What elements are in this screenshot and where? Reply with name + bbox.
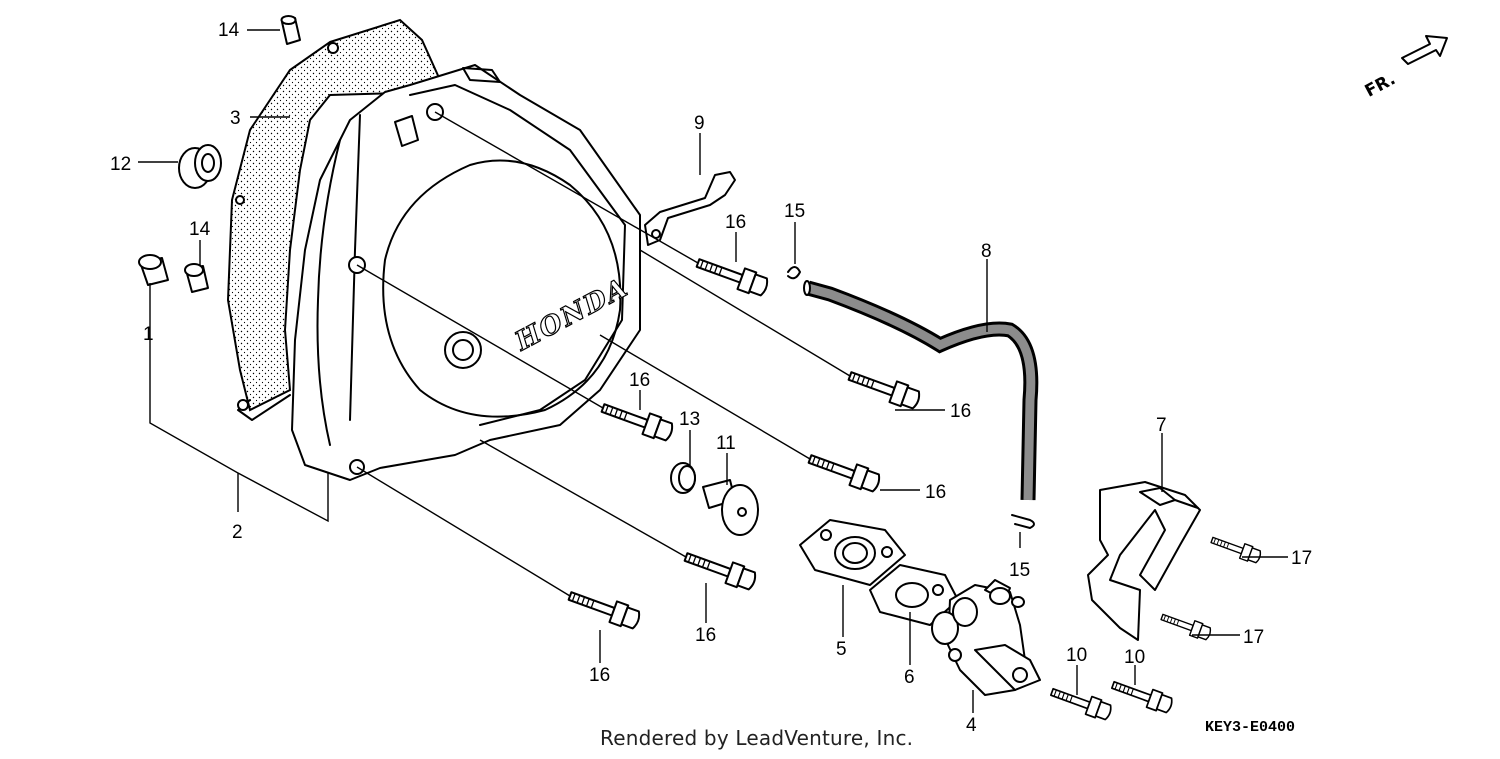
callout-15-a: 15 xyxy=(784,201,805,222)
callout-4: 4 xyxy=(966,715,977,736)
callout-8: 8 xyxy=(981,241,992,262)
render-credit: Rendered by LeadVenture, Inc. xyxy=(600,726,914,750)
front-direction-label: FR. xyxy=(1362,69,1399,101)
bolt-part-17-b xyxy=(1158,609,1214,643)
cover-part-7 xyxy=(1087,481,1201,641)
bolt-part-16-e xyxy=(681,545,759,594)
bolt-part-10-b xyxy=(1108,675,1175,716)
dowel-pin-part-14-mid xyxy=(184,263,209,293)
carburetor-part-4 xyxy=(931,579,1041,696)
callout-13: 13 xyxy=(679,409,700,430)
insulator-part-5 xyxy=(799,519,906,586)
o-ring-part-13 xyxy=(670,462,696,494)
callout-11: 11 xyxy=(716,433,736,454)
callout-16-d: 16 xyxy=(925,482,946,503)
front-direction-arrow-icon: FR. xyxy=(1362,35,1448,102)
callout-9: 9 xyxy=(694,113,705,134)
plug-part-11 xyxy=(702,479,759,536)
callout-16-b: 16 xyxy=(950,401,971,422)
callout-2: 2 xyxy=(232,522,243,543)
callout-10-a: 10 xyxy=(1066,645,1087,666)
diagram-code: KEY3-E0400 xyxy=(1205,719,1296,736)
callout-16-e: 16 xyxy=(695,625,716,646)
bracket-part-9 xyxy=(644,171,736,246)
bolt-part-16-f xyxy=(565,584,643,633)
callout-16-c: 16 xyxy=(629,370,650,391)
dowel-pin-part-14-top xyxy=(280,15,301,45)
callout-5: 5 xyxy=(836,639,847,660)
callout-15-b: 15 xyxy=(1009,560,1030,581)
bolt-part-16-d xyxy=(805,447,883,496)
callout-17-b: 17 xyxy=(1243,627,1264,648)
gasket-part-6 xyxy=(869,564,959,626)
callout-16-f: 16 xyxy=(589,665,610,686)
clip-part-15-top xyxy=(787,266,801,280)
clip-part-15-bottom xyxy=(1011,514,1035,529)
callout-7: 7 xyxy=(1156,415,1167,436)
breather-tube-part-8 xyxy=(803,280,1039,501)
callout-12: 12 xyxy=(110,154,131,175)
leader-lines xyxy=(138,29,1288,713)
bolt-part-16-c xyxy=(598,396,676,445)
callout-14-a: 14 xyxy=(218,20,240,41)
bolt-part-16-a xyxy=(693,251,771,300)
bolt-part-10-a xyxy=(1047,682,1114,723)
callout-17-a: 17 xyxy=(1291,548,1312,569)
callout-1: 1 xyxy=(143,324,154,345)
bolt-part-16-b xyxy=(845,364,923,413)
left-crankcase-cover: HONDA xyxy=(291,64,641,481)
callout-6: 6 xyxy=(904,667,915,688)
callout-14-b: 14 xyxy=(189,219,211,240)
callout-3: 3 xyxy=(230,108,241,129)
callout-labels: 1 2 3 4 5 6 7 8 9 10 10 11 12 13 14 14 1… xyxy=(110,20,1312,736)
dowel-pin-part-1 xyxy=(138,254,169,286)
bearing-part-12 xyxy=(178,144,222,189)
callout-16-a: 16 xyxy=(725,212,746,233)
bolt-part-17-a xyxy=(1208,532,1264,566)
callout-10-b: 10 xyxy=(1124,647,1145,668)
